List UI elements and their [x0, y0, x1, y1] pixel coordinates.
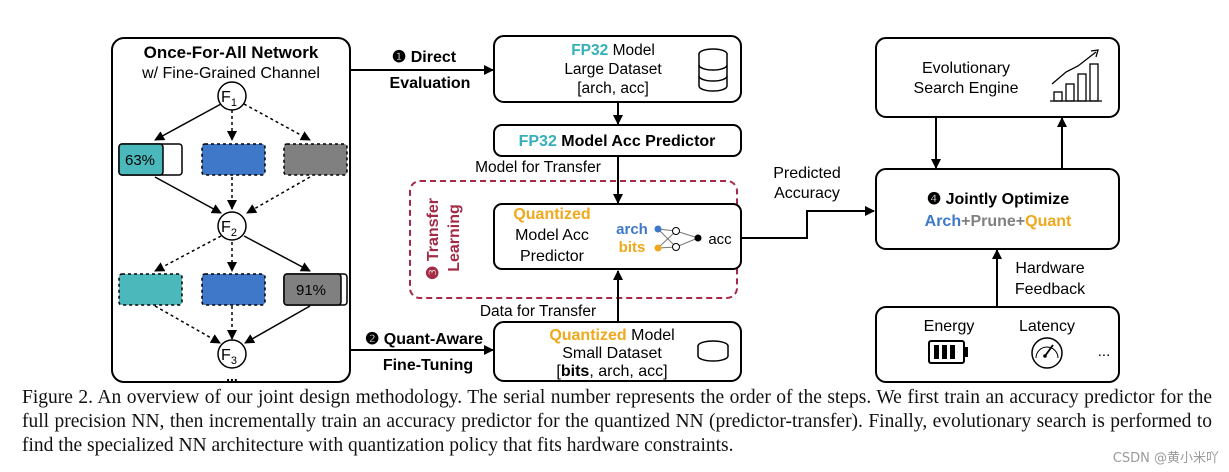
- channel-block-blue: [201, 143, 266, 176]
- channel-block-gray: [283, 143, 348, 176]
- step4-label: ❹ Jointly Optimize: [927, 191, 1069, 208]
- evo-line2: Search Engine: [914, 80, 1019, 97]
- latency-label: Latency: [1019, 318, 1075, 335]
- more-metrics-ellipsis: ...: [1098, 343, 1111, 360]
- evo-line1: Evolutionary: [922, 60, 1010, 77]
- ofa-network-panel: Once-For-All Network w/ Fine-Grained Cha…: [111, 37, 351, 384]
- step2-label: ❷ Quant-Aware: [365, 331, 483, 348]
- bar-chart-growth-icon: [1050, 49, 1102, 102]
- speedometer-icon: [1031, 337, 1063, 369]
- battery-icon: [928, 340, 968, 364]
- predictor-input-arch: arch: [616, 221, 648, 238]
- arch-prune-quant: Arch+Prune+Quant: [925, 213, 1072, 230]
- evolutionary-search-box: Evolutionary Search Engine: [875, 37, 1120, 118]
- quantized-model-dataset: Small Dataset: [562, 345, 662, 362]
- step3-label: ❸ Transfer: [425, 198, 442, 280]
- channel-block-gray-91: 91%: [283, 273, 348, 306]
- svg-text:F3: F3: [221, 347, 237, 367]
- fp32-model-tuple: [arch, acc]: [577, 80, 649, 97]
- svg-text:F2: F2: [221, 219, 237, 239]
- quantized-acc-predictor-box: Quantized Model Acc Predictor arch bits …: [493, 203, 742, 270]
- channel-block-teal-63: 63%: [118, 143, 183, 176]
- step1-label-line2: Evaluation: [390, 75, 471, 92]
- step3-label-line2: Learning: [446, 204, 463, 272]
- energy-label: Energy: [924, 318, 975, 335]
- accuracy-label: Accuracy: [774, 185, 840, 202]
- node-f1: F1: [217, 81, 247, 111]
- fp32-model-title: FP32 Model: [571, 42, 655, 59]
- quantized-model-box: Quantized Model Small Dataset [bits, arc…: [493, 321, 742, 382]
- hardware-label: Hardware: [1015, 260, 1084, 277]
- step1-label: ❶ Direct: [392, 49, 457, 66]
- quantized-model-tuple: [bits, arch, acc]: [556, 363, 667, 380]
- quantized-predictor-line2: Model Acc: [515, 227, 589, 244]
- predictor-input-bits: bits: [619, 239, 646, 256]
- figure-caption: Figure 2. An overview of our joint desig…: [22, 387, 1212, 456]
- fp32-model-box: FP32 Model Large Dataset [arch, acc]: [493, 35, 742, 103]
- channel-block-blue-2: [201, 273, 266, 306]
- fp32-acc-predictor-label: FP32 Model Acc Predictor: [519, 133, 716, 150]
- svg-text:F1: F1: [221, 89, 237, 109]
- channel-percent-91: 91%: [296, 282, 326, 299]
- quantized-predictor-title: Quantized: [513, 206, 590, 223]
- hardware-metrics-box: Energy Latency ...: [875, 306, 1120, 383]
- ofa-title: Once-For-All Network: [144, 43, 319, 62]
- database-icon-small: [697, 340, 729, 362]
- node-f3: F3: [217, 339, 247, 369]
- ofa-subtitle: w/ Fine-Grained Channel: [141, 65, 320, 82]
- methodology-diagram: Once-For-All Network w/ Fine-Grained Cha…: [111, 35, 1120, 384]
- predicted-label: Predicted: [773, 165, 841, 182]
- mini-network-icon: [654, 225, 702, 252]
- node-f2: F2: [217, 211, 247, 241]
- feedback-label: Feedback: [1015, 281, 1086, 298]
- data-for-transfer-label: Data for Transfer: [480, 303, 596, 320]
- ofa-ellipsis: ...: [226, 368, 238, 384]
- jointly-optimize-box: ❹ Jointly Optimize Arch+Prune+Quant: [875, 168, 1120, 250]
- quantized-predictor-line3: Predictor: [520, 248, 585, 265]
- database-icon: [698, 48, 728, 92]
- channel-block-teal: [118, 273, 183, 306]
- watermark: CSDN @黄小米吖: [1112, 447, 1219, 466]
- predictor-output-acc: acc: [708, 231, 732, 248]
- fp32-acc-predictor-box: FP32 Model Acc Predictor: [493, 124, 742, 157]
- step2-label-line2: Fine-Tuning: [383, 357, 473, 374]
- channel-percent-63: 63%: [125, 152, 155, 169]
- model-for-transfer-label: Model for Transfer: [475, 159, 601, 176]
- quantized-model-title: Quantized Model: [549, 327, 674, 344]
- fp32-model-dataset: Large Dataset: [564, 61, 662, 78]
